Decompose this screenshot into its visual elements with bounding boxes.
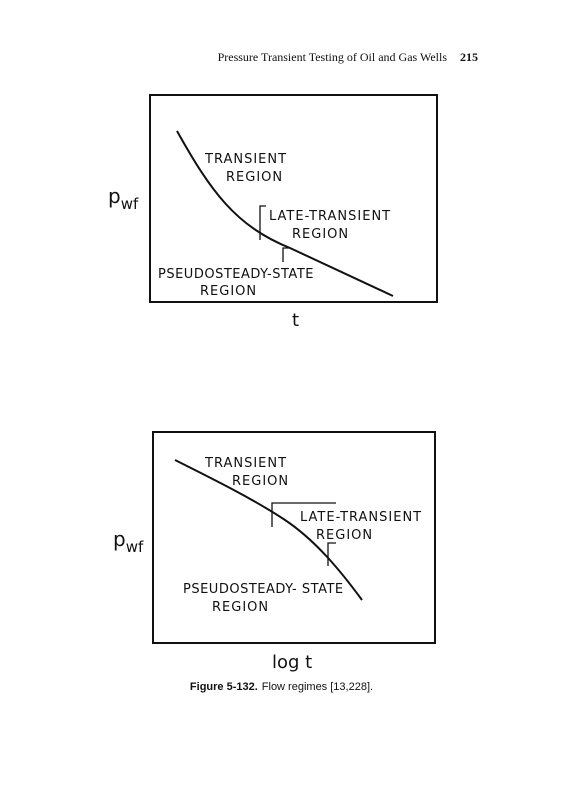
bottom-late-transient-label-line2: REGION (316, 528, 373, 543)
top-pressure-curve (176, 130, 394, 297)
bottom-late-transient-label-line1: LATE-TRANSIENT (300, 510, 422, 525)
bottom-transient-label-line1: TRANSIENT (204, 456, 287, 471)
page-number: 215 (460, 50, 478, 64)
bottom-y-axis-label-main: p (113, 527, 126, 551)
top-pseudosteady-label-line1: PSEUDOSTEADY-STATE (158, 267, 314, 282)
top-late-transient-label-line2: REGION (292, 227, 349, 242)
bottom-pseudosteady-label-line2: REGION (212, 600, 269, 615)
bottom-late-transient-end-bracket (327, 542, 336, 566)
figure-caption-label: Figure 5-132. (189, 681, 258, 693)
figure-top: TRANSIENT REGION LATE-TRANSIENT REGION P… (108, 94, 438, 331)
running-head: Pressure Transient Testing of Oil and Ga… (0, 50, 478, 65)
bottom-pressure-curve (174, 459, 363, 601)
top-late-transient-label-line1: LATE-TRANSIENT (269, 209, 391, 224)
top-y-axis-label-main: p (108, 184, 121, 208)
top-pseudosteady-label-line2: REGION (200, 284, 257, 299)
top-plot-frame (149, 94, 438, 303)
figure-caption: Figure 5-132.Flow regimes [13,228]. (0, 681, 563, 693)
top-transient-label-line1: TRANSIENT (204, 152, 287, 167)
bottom-x-axis-label: log t (272, 652, 312, 673)
bottom-late-transient-start-bracket (271, 502, 336, 527)
top-y-axis-label-subscript: wf (121, 195, 139, 213)
figure-caption-text: Flow regimes [13,228]. (261, 681, 374, 693)
top-late-transient-end-bracket (282, 247, 290, 262)
top-y-axis-label: pwf (108, 184, 139, 213)
top-x-axis-label: t (292, 310, 299, 331)
top-transient-label-line2: REGION (226, 170, 283, 185)
running-head-title: Pressure Transient Testing of Oil and Ga… (217, 50, 447, 64)
bottom-transient-label-line2: REGION (232, 474, 289, 489)
bottom-y-axis-label-subscript: wf (126, 538, 144, 556)
figure-bottom: TRANSIENT REGION LATE-TRANSIENT REGION P… (113, 431, 436, 673)
bottom-y-axis-label: pwf (113, 527, 144, 556)
bottom-pseudosteady-label-line1: PSEUDOSTEADY- STATE (183, 582, 344, 597)
top-late-transient-start-bracket (259, 205, 266, 240)
bottom-plot-frame (152, 431, 436, 644)
